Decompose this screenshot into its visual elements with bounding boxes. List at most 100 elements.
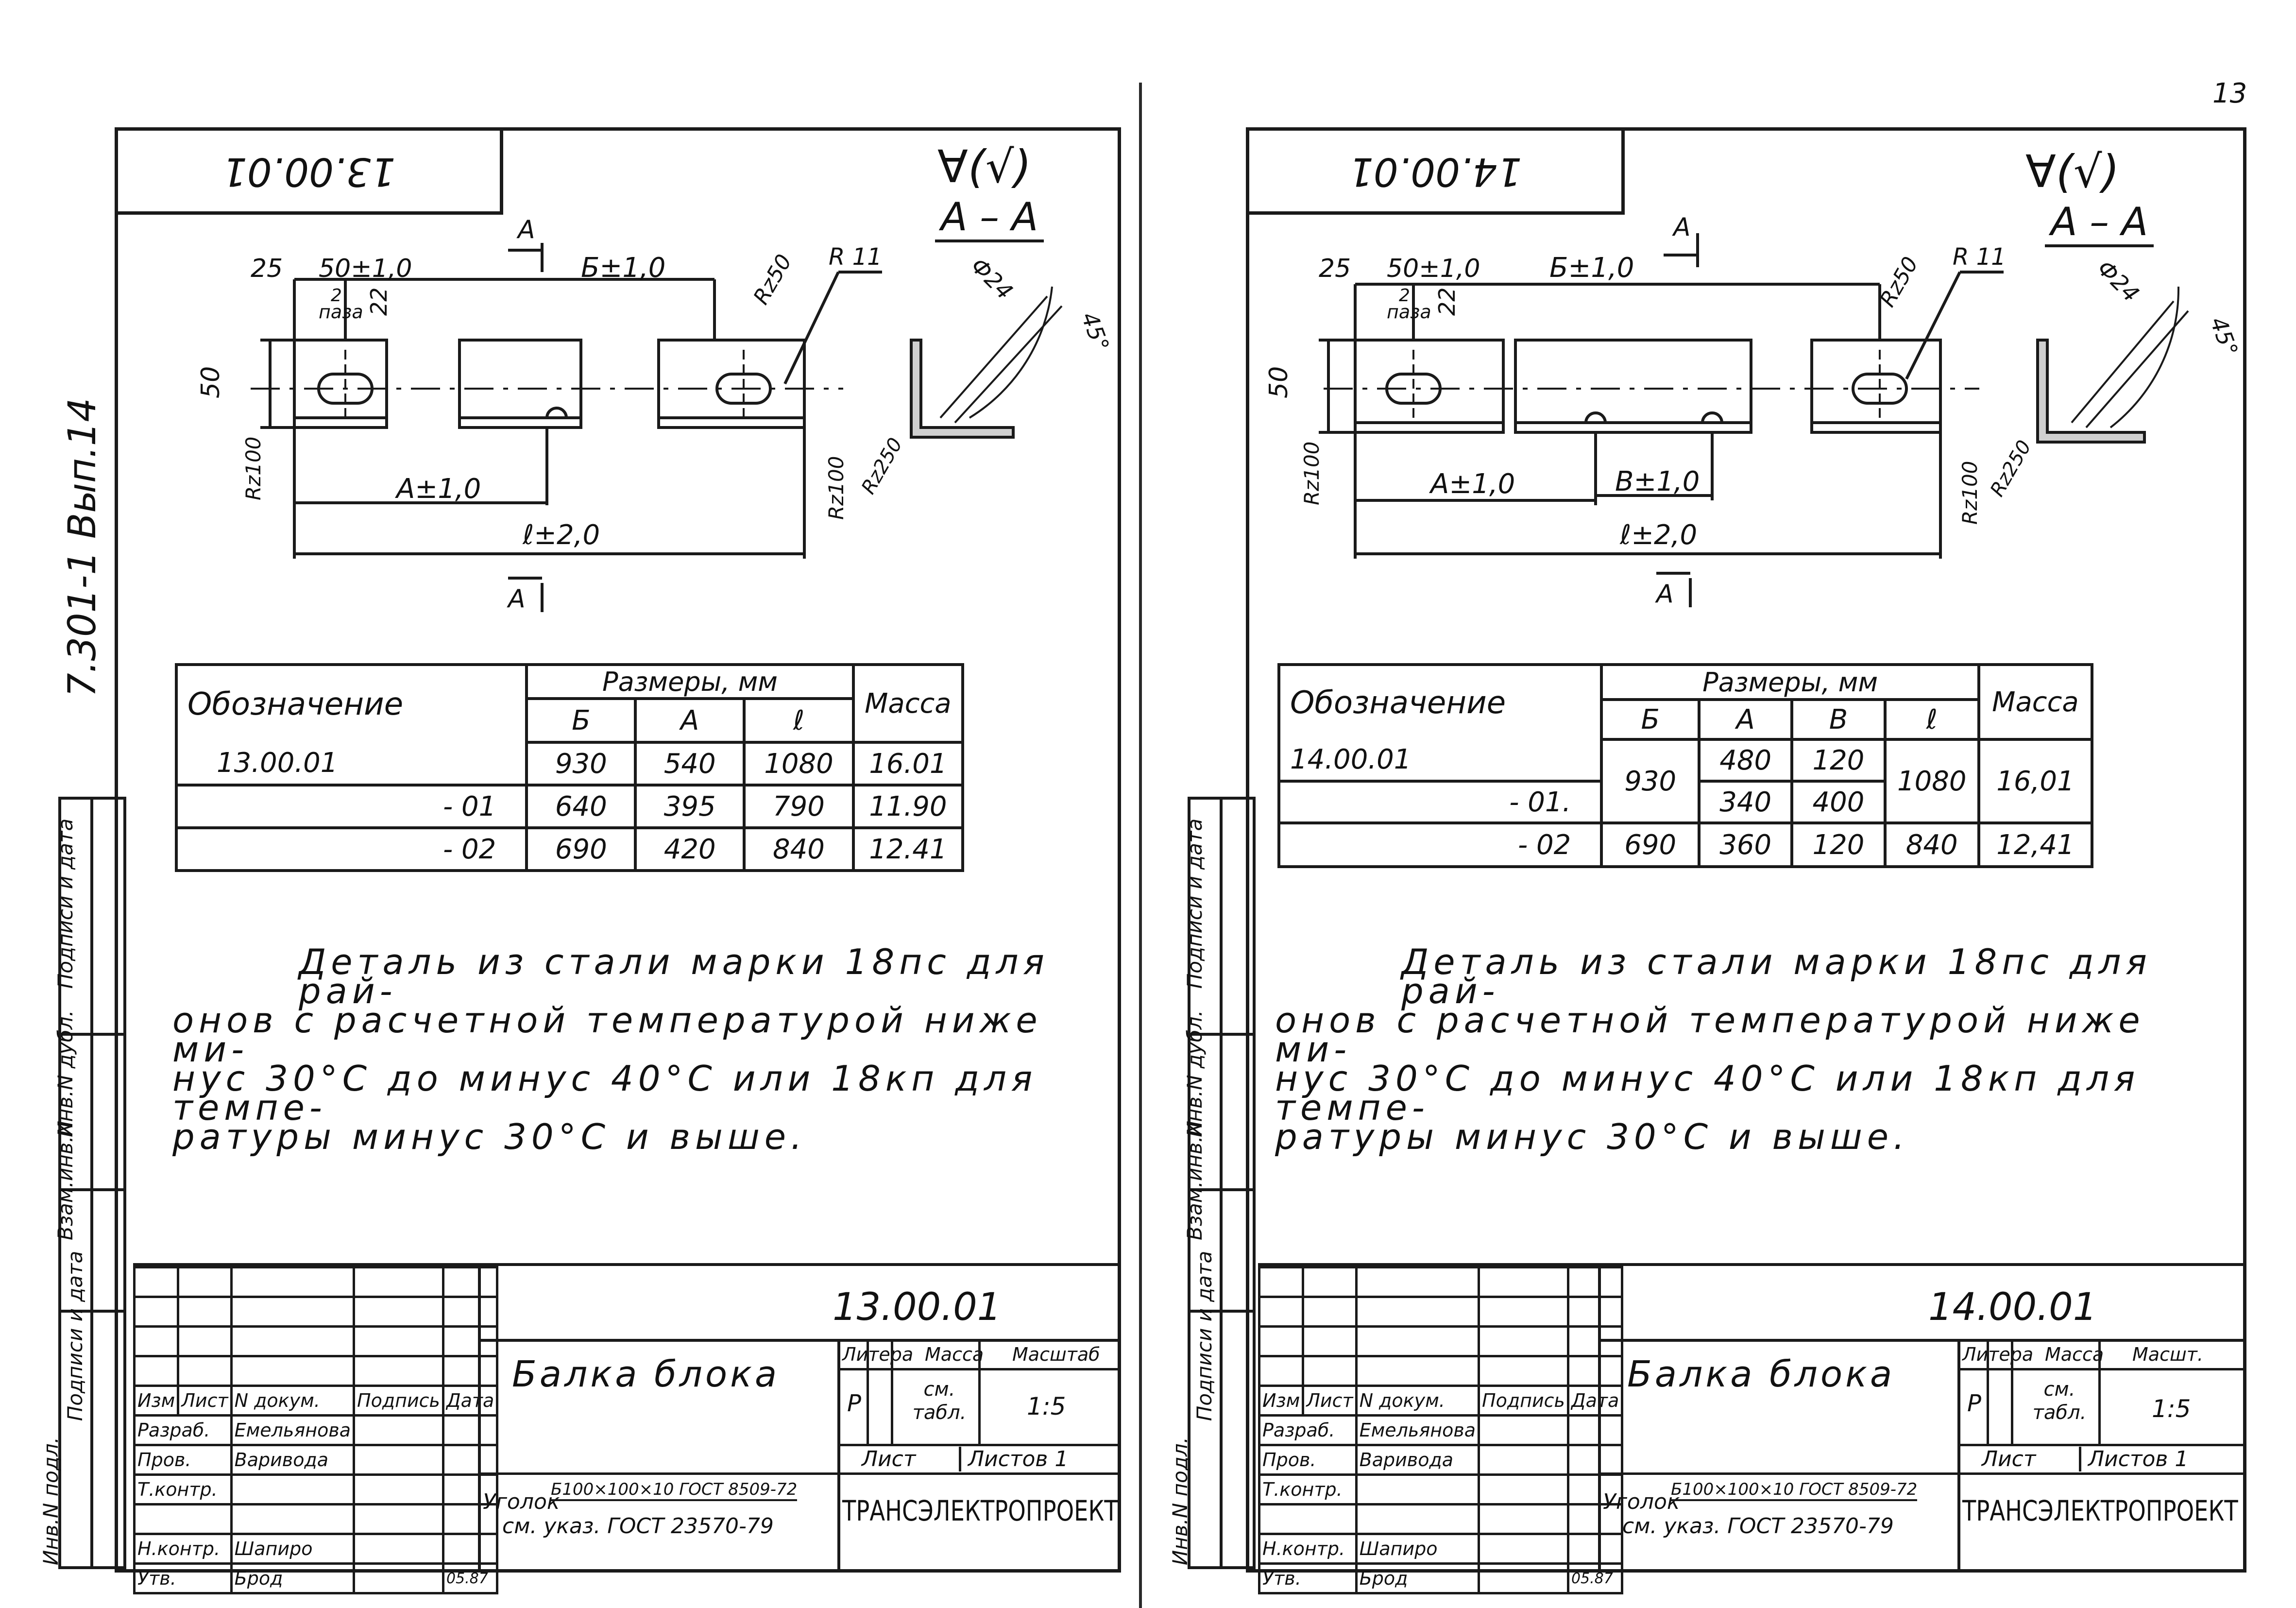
left-row-0-b: 930 — [525, 741, 637, 787]
table-row: - 01 640 395 790 11.90 — [174, 784, 965, 829]
left-row-2-b: 690 — [525, 826, 637, 872]
right-table-sub-b: Б — [1600, 698, 1701, 741]
right-row-2-name: - 02 — [1277, 821, 1603, 868]
left-row-0-m: 16.01 — [851, 741, 965, 787]
right-col-podpis: Подпись — [1478, 1385, 1569, 1417]
right-note: Деталь из стали марки 18пс для рай- онов… — [1275, 944, 2237, 1154]
right-table-header-name: Обозначение — [1277, 663, 1603, 739]
right-scale-value: 1:5 — [2152, 1395, 2191, 1423]
left-sheet-label: Лист — [862, 1447, 916, 1471]
right-row-0-name: 14.00.01 — [1277, 739, 1603, 783]
left-name-prov: Варивода — [230, 1444, 356, 1476]
left-dim-l: ℓ±2,0 — [522, 519, 600, 551]
right-row-1-v: 400 — [1790, 780, 1887, 824]
left-title-code: 13.00.01 — [833, 1285, 1002, 1329]
left-section-arrow-bottom: А — [507, 584, 526, 614]
left-roughness: ∀(√) — [937, 141, 1032, 193]
left-title-name: Балка блока — [512, 1353, 780, 1395]
right-note-line-2: онов с расчетной температурой ниже ми- — [1275, 1000, 2145, 1070]
right-dimension-table: Обозначение Размеры, мм Масса Б А В ℓ 14… — [1277, 663, 2094, 868]
left-stamp-inv-podl: Инв.N подл. — [39, 1437, 63, 1566]
right-dim-a: А±1,0 — [1429, 468, 1515, 500]
left-col-list: Лист — [177, 1385, 233, 1417]
left-role-razrab: Разраб. — [133, 1414, 233, 1446]
left-stamp-sign-date-1: Подписи и дата — [53, 818, 77, 989]
left-role-prov: Пров. — [133, 1444, 233, 1476]
left-section-label: А – А — [935, 194, 1044, 242]
left-name-nkontr: Шапиро — [230, 1533, 356, 1565]
right-merged-m: 16,01 — [1977, 738, 2094, 824]
page-number: 13 — [2212, 78, 2247, 109]
left-table-sub-a: А — [634, 697, 746, 744]
left-scale-value: 1:5 — [1027, 1392, 1066, 1420]
left-dim-45: 45° — [1076, 308, 1115, 355]
left-litera-value: Р — [847, 1390, 861, 1417]
left-organization: ТРАНСЭЛЕКТРОПРОЕКТ — [842, 1494, 1118, 1527]
left-table-sub-l: ℓ — [743, 697, 855, 744]
right-row-1-a: 340 — [1698, 780, 1794, 824]
right-title-name: Балка блока — [1627, 1353, 1895, 1395]
right-material-standard: см. указ. ГОСТ 23570-79 — [1622, 1514, 1894, 1539]
left-row-1-l: 790 — [743, 784, 855, 829]
left-name-razrab: Емельянова — [230, 1414, 356, 1446]
right-dim-b: Б±1,0 — [1549, 252, 1634, 284]
left-role-utv: Утв. — [133, 1562, 233, 1594]
left-row-2-m: 12.41 — [851, 826, 965, 872]
left-code-flipped: 13.00.01 — [222, 149, 396, 194]
right-table-header-mass: Масса — [1977, 663, 2094, 741]
left-dim-paza: паза — [319, 301, 363, 323]
left-dim-a: А±1,0 — [395, 473, 481, 505]
right-title-block: Изм Лист N докум. Подпись Дата Разраб.Ем… — [1258, 1263, 2246, 1594]
left-dim-22: 22 — [366, 287, 392, 316]
right-dim-22: 22 — [1434, 287, 1460, 316]
left-row-0-l: 1080 — [743, 741, 855, 787]
left-row-1-m: 11.90 — [851, 784, 965, 829]
right-mass-value: см. табл. — [2032, 1378, 2087, 1424]
right-role-prov: Пров. — [1258, 1444, 1358, 1476]
right-dim-rz50: Rz50 — [1875, 253, 1923, 311]
right-row-2-m: 12,41 — [1977, 821, 2094, 868]
right-section-arrow-top: А — [1672, 213, 1691, 242]
left-row-0-name: 13.00.01 — [174, 742, 528, 785]
left-material-label: Уголок — [483, 1489, 560, 1514]
right-table-header-dims: Размеры, мм — [1600, 663, 1980, 701]
left-row-2-l: 840 — [743, 826, 855, 872]
left-part-drawing: 25 50±1,0 2 паза 22 Б±1,0 Rz50 R 11 50 Ф… — [196, 215, 1115, 614]
right-side-stamp — [1188, 797, 1256, 1569]
left-role-tkontr: Т.контр. — [133, 1473, 233, 1505]
left-scale-label: Масштаб — [1012, 1344, 1100, 1365]
left-mass-value: см. табл. — [912, 1378, 967, 1424]
left-col-ndokum: N докум. — [230, 1385, 356, 1417]
left-note-line-2: онов с расчетной температурой ниже ми- — [172, 1000, 1042, 1070]
right-name-nkontr: Шапиро — [1355, 1533, 1480, 1565]
right-scale-label: Масшт. — [2132, 1344, 2203, 1365]
right-dim-rz100a: Rz100 — [1300, 442, 1324, 505]
right-name-utv: Брод — [1355, 1562, 1480, 1594]
right-organization: ТРАНСЭЛЕКТРОПРОЕКТ — [1962, 1494, 2238, 1527]
left-row-0-a: 540 — [634, 741, 746, 787]
right-litera-label: Литера — [1962, 1344, 2034, 1365]
right-row-2-v: 120 — [1790, 821, 1887, 868]
right-material-label: Уголок — [1603, 1489, 1680, 1514]
left-mass-label: Масса — [925, 1344, 984, 1365]
right-dim-45: 45° — [2205, 313, 2244, 359]
right-row-2-b: 690 — [1600, 821, 1701, 868]
left-dim-b: Б±1,0 — [581, 252, 665, 284]
right-role-utv: Утв. — [1258, 1562, 1358, 1594]
right-sheet-frame — [1246, 127, 2246, 1573]
left-stamp-sign-date-2: Подписи и дата — [63, 1250, 87, 1421]
right-material-spec: Б100×100×10 ГОСТ 8509-72 — [1671, 1480, 1918, 1501]
left-dim-50: 50 — [196, 366, 225, 398]
right-mass-label: Масса — [2045, 1344, 2104, 1365]
series-label: 7.301-1 Вып.14 — [61, 397, 104, 697]
right-row-2-a: 360 — [1698, 821, 1794, 868]
right-title-signature-grid: Изм Лист N докум. Подпись Дата Разраб.Ем… — [1258, 1266, 1624, 1594]
right-code-box: 14.00.01 — [1246, 127, 1625, 215]
right-litera-value: Р — [1967, 1390, 1981, 1417]
right-table-sub-v: В — [1790, 698, 1887, 741]
left-litera-label: Литера — [842, 1344, 914, 1365]
right-dim-half: 2 — [1399, 286, 1410, 306]
left-row-1-name: - 01 — [174, 784, 528, 829]
right-dim-50: 50 — [1264, 366, 1293, 398]
